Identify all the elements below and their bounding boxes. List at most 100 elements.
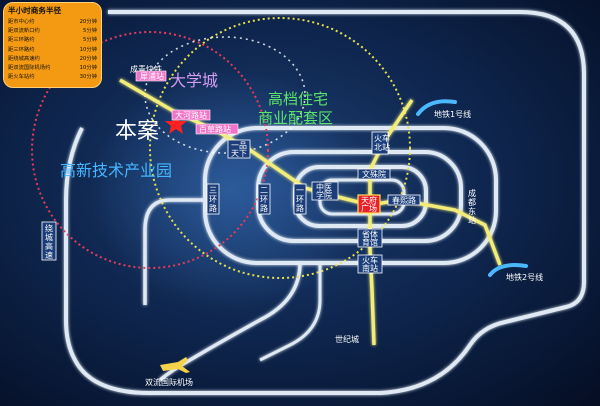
cdd-c2: 都 <box>468 198 476 207</box>
university-radius-circle <box>31 31 269 269</box>
rr-c4: 速 <box>45 251 53 260</box>
ring2-c1: 二 <box>260 186 268 195</box>
station-box-xiyuan <box>135 70 167 82</box>
station-chengdudong: 成都东站 <box>468 188 476 225</box>
road-south-link <box>259 263 322 362</box>
station-box-zhongyi <box>311 181 339 201</box>
legend-place: 距火车站约 <box>8 74 35 81</box>
airport-plane-icon <box>160 357 190 373</box>
station-yipin-2: 天下 <box>231 149 247 158</box>
station-huochebei-2: 北站 <box>374 142 390 152</box>
hcn-line2: 南站 <box>362 263 378 273</box>
station-shengti: 省体 <box>362 229 378 239</box>
station-huochebei: 火车 <box>374 133 390 143</box>
station-box-dahe <box>171 109 211 121</box>
legend-title: 半小时商务半径 <box>8 6 62 15</box>
ringroad-label-box <box>41 221 57 261</box>
ring-3 <box>203 126 498 265</box>
cdd-c4: 站 <box>468 215 476 225</box>
rail-label: 成青快铁 <box>130 64 162 74</box>
station-box-chunxi <box>387 194 421 206</box>
line1-swoosh-icon <box>416 99 457 116</box>
legend-place: 距三环路约 <box>8 46 35 53</box>
station-baicao: 百草路站 <box>199 124 231 134</box>
legend-place: 距双流新口约 <box>8 28 40 35</box>
legend-time: 30分钟 <box>79 74 97 81</box>
legend-place: 距双流国际机场约 <box>8 65 51 72</box>
tianfu-line2: 广场 <box>361 203 377 213</box>
cdd-c3: 东 <box>468 206 476 216</box>
legend-row: 距市中心约 20分钟 <box>8 18 97 27</box>
station-huochenan-2: 南站 <box>362 263 378 273</box>
legend-row: 距绕城高速约 20分钟 <box>8 55 97 64</box>
ring2-label-box <box>257 183 271 215</box>
station-chunxi: 春熙路 <box>392 195 416 205</box>
ring2-c2: 环 <box>260 195 268 204</box>
legend-row: 距火车站约 30分钟 <box>8 73 97 82</box>
station-box-shengti <box>357 228 383 248</box>
metro-line1-label: 地铁1号线 <box>434 109 471 119</box>
ring3-label-box <box>206 183 220 215</box>
legend-row: 距三环路约 5分钟 <box>8 36 97 45</box>
ring1-c1: 一 <box>296 186 304 195</box>
station-box-huochebei <box>371 131 389 155</box>
yipin-line2: 天下 <box>231 149 247 158</box>
station-box-huochenan <box>357 254 383 274</box>
station-tianfu: 天府 <box>361 195 377 205</box>
hcb-line1: 火车 <box>374 133 390 143</box>
station-box-baicao <box>195 123 239 135</box>
project-star-icon <box>165 113 187 134</box>
residential-label-1: 高档住宅 <box>268 90 328 108</box>
legend-time: 5分钟 <box>83 28 97 35</box>
zhongyi-line2: 学院 <box>316 190 332 200</box>
ring3-label: 三环路 <box>209 186 217 213</box>
shengti-line1: 省体 <box>362 229 378 239</box>
station-box-wenshu <box>357 168 391 180</box>
legend-time: 20分钟 <box>79 55 97 62</box>
ringroad-label: 绕城高速 <box>45 223 53 260</box>
ring1-label: 一环路 <box>296 186 304 213</box>
ring-expressway <box>64 10 586 395</box>
ring3-c1: 三 <box>209 186 217 195</box>
line2-swoosh-icon <box>488 263 528 277</box>
legend-place: 距绕城高速约 <box>8 55 40 62</box>
legend-time: 20分钟 <box>79 19 97 25</box>
tianfu-line1: 天府 <box>361 195 377 205</box>
yipin-line1: 一品 <box>231 141 247 150</box>
station-dahe: 大河路站 <box>175 110 207 120</box>
ring2-label: 二环路 <box>260 186 268 213</box>
station-shijicheng: 世纪城 <box>335 334 359 344</box>
legend-place: 距三环路约 <box>8 37 35 44</box>
station-wenshu: 文殊院 <box>362 169 386 179</box>
shengti-line2: 育馆 <box>362 237 378 247</box>
legend-time: 10分钟 <box>79 46 97 53</box>
rr-c2: 城 <box>45 233 53 242</box>
residential-radius-circle <box>149 17 411 279</box>
station-box-yipin <box>227 139 251 159</box>
rr-c3: 高 <box>45 241 53 251</box>
legend-time: 5分钟 <box>83 37 97 44</box>
station-xiyuan: 犀浦站 <box>140 71 164 81</box>
station-zhongyi: 中医 <box>316 182 332 192</box>
cdd-c1: 成 <box>468 188 476 198</box>
ring1-c3: 路 <box>296 203 304 213</box>
ring3-c2: 环 <box>209 195 217 204</box>
legend-place: 距市中心约 <box>8 19 35 25</box>
station-tianfu-2: 广场 <box>361 203 377 213</box>
ring3-c3: 路 <box>209 203 217 213</box>
station-zhongyi-2: 学院 <box>316 190 332 200</box>
metro-line2-label: 地铁2号线 <box>506 272 543 282</box>
university-label: 大学城 <box>170 71 218 90</box>
ring2-c3: 路 <box>260 203 268 213</box>
hightech-label: 高新技术产业园 <box>60 161 172 180</box>
project-label: 本案 <box>115 119 159 144</box>
hcn-line1: 火车 <box>362 255 378 265</box>
station-huochenan: 火车 <box>362 255 378 265</box>
legend-row: 距三环路约 10分钟 <box>8 46 97 55</box>
residential-label-2: 商业配套区 <box>258 109 333 127</box>
